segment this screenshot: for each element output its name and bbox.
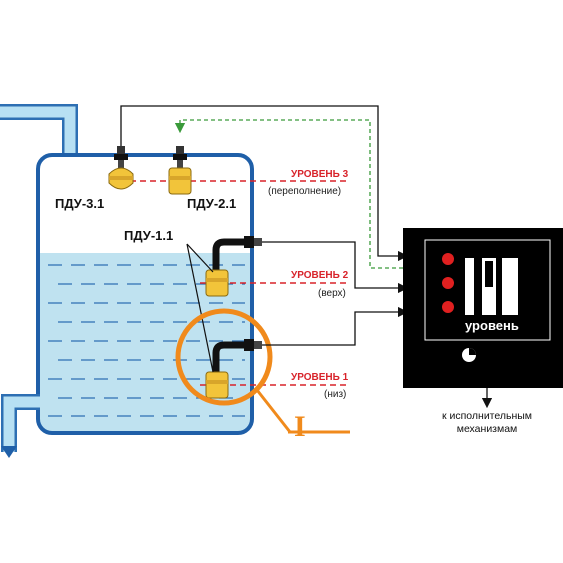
signal-wires	[120, 105, 493, 409]
callout-circle	[175, 308, 273, 406]
output-caption: к исполнительным механизмам	[424, 410, 550, 436]
indicator-led-2	[442, 277, 454, 289]
level-bar-3	[502, 258, 518, 315]
level-1-title: УРОВЕНЬ 1	[291, 372, 349, 383]
callout-label: I	[294, 410, 306, 443]
level-bar-1	[465, 258, 474, 315]
pdu-1-1-pointers	[186, 243, 214, 373]
level-3-title: УРОВЕНЬ 3	[291, 169, 349, 180]
sensor-label-pdu-2-1: ПДУ-2.1	[187, 196, 237, 211]
controller-panel	[424, 239, 551, 341]
sensor-side-level-2	[205, 236, 262, 297]
sensor-side-level-1	[205, 339, 262, 399]
sensor-label-pdu-1-1: ПДУ-1.1	[124, 228, 174, 243]
outlet-pipe	[1, 394, 40, 458]
controller	[403, 228, 563, 388]
level-2-title: УРОВЕНЬ 2	[291, 270, 349, 281]
level-1-subtitle: (низ)	[324, 389, 347, 400]
sensor-label-pdu-3-1: ПДУ-3.1	[55, 196, 105, 211]
output-caption-line-2: механизмам	[456, 423, 518, 435]
controller-label: уровень	[465, 318, 519, 333]
outlet-flow-arrow	[1, 446, 17, 458]
indicator-led-3	[442, 253, 454, 265]
tank-outline	[36, 153, 254, 435]
wire-pdu-2-1-dashed	[174, 119, 403, 269]
sensor-pdu-2-1	[168, 146, 192, 195]
output-caption-line-1: к исполнительным	[441, 410, 533, 422]
wire-pdu-3-1	[120, 105, 409, 262]
level-2-subtitle: (верх)	[318, 288, 346, 299]
wire-level-2	[262, 241, 409, 294]
controller-knob-marker	[469, 348, 476, 355]
wire-level-1	[262, 306, 409, 346]
sensor-pdu-3-1	[108, 146, 134, 190]
indicator-led-1	[442, 301, 454, 313]
level-bar-2-empty	[485, 261, 493, 287]
callout-leader	[255, 389, 292, 433]
level-3-subtitle: (переполнение)	[268, 186, 342, 197]
water-ripples	[48, 264, 245, 417]
